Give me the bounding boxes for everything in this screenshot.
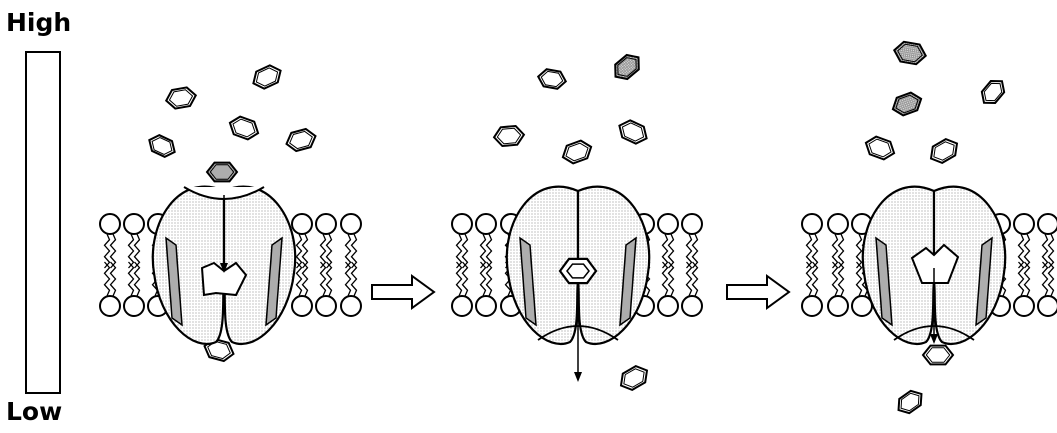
bound-molecule-icon	[558, 257, 598, 285]
phospholipid-icon	[1037, 261, 1057, 317]
helix	[975, 236, 993, 327]
phospholipid-icon	[475, 261, 497, 317]
hexagon-molecule-icon	[618, 119, 648, 145]
phospholipid-icon	[99, 213, 121, 269]
phospholipid-icon	[315, 261, 337, 317]
hexagon-molecule-icon	[929, 138, 959, 164]
phospholipid-icon	[681, 261, 703, 317]
transporter-protein	[505, 185, 651, 382]
phospholipid-icon	[99, 261, 121, 317]
hexagon-molecule-icon	[619, 365, 649, 391]
hexagon-molecule-icon	[864, 135, 896, 161]
hexagon-molecule-icon	[228, 115, 260, 141]
hexagon-molecule-icon	[892, 40, 928, 66]
binding-pocket	[200, 261, 248, 297]
phospholipid-icon	[1037, 213, 1057, 269]
phospholipid-icon	[340, 213, 362, 269]
phospholipid-icon	[451, 261, 473, 317]
helix	[519, 236, 537, 327]
helix	[265, 236, 283, 327]
gradient-high-label: High	[6, 8, 72, 37]
phospholipid-icon	[801, 261, 823, 317]
gradient-low-label: Low	[6, 397, 63, 426]
hexagon-molecule-icon	[205, 161, 239, 183]
concentration-gradient-bar	[25, 51, 61, 394]
phospholipid-icon	[1013, 261, 1035, 317]
phospholipid-icon	[340, 261, 362, 317]
phospholipid-icon	[291, 261, 313, 317]
hexagon-molecule-icon	[252, 64, 282, 90]
hexagon-molecule-icon	[561, 139, 593, 165]
helix	[875, 236, 893, 327]
membrane-lipids	[99, 213, 1057, 317]
transition-arrows	[371, 274, 791, 310]
helix	[619, 236, 637, 327]
hexagon-molecule-icon	[492, 124, 526, 148]
binding-pocket	[910, 243, 960, 284]
hexagon-molecule-icon	[148, 134, 176, 158]
phospholipid-icon	[123, 213, 145, 269]
phospholipid-icon	[291, 213, 313, 269]
phospholipid-icon	[1013, 213, 1035, 269]
helix	[165, 236, 183, 327]
hexagon-molecule-icon	[285, 127, 317, 153]
hexagon-molecule-icon	[897, 389, 923, 415]
hexagon-molecule-icon	[980, 80, 1006, 104]
transporter-proteins	[151, 185, 1007, 382]
phospholipid-icon	[827, 261, 849, 317]
phospholipid-icon	[657, 213, 679, 269]
phospholipid-icon	[123, 261, 145, 317]
phospholipid-icon	[681, 213, 703, 269]
hexagon-molecule-icon	[891, 91, 923, 117]
phospholipid-icon	[475, 213, 497, 269]
transition-arrow-icon	[371, 274, 436, 310]
hexagon-molecule-icon	[921, 344, 955, 366]
molecules	[148, 40, 1006, 415]
phospholipid-icon	[657, 261, 679, 317]
hexagon-molecule-icon	[614, 53, 640, 81]
hexagon-molecule-icon	[164, 86, 198, 110]
phospholipid-icon	[315, 213, 337, 269]
phospholipid-icon	[801, 213, 823, 269]
hexagon-molecule-icon	[536, 68, 568, 90]
phospholipid-icon	[451, 213, 473, 269]
transition-arrow-icon	[726, 274, 791, 310]
transporter-protein	[151, 185, 297, 345]
phospholipid-icon	[827, 213, 849, 269]
transporter-protein	[861, 185, 1007, 345]
